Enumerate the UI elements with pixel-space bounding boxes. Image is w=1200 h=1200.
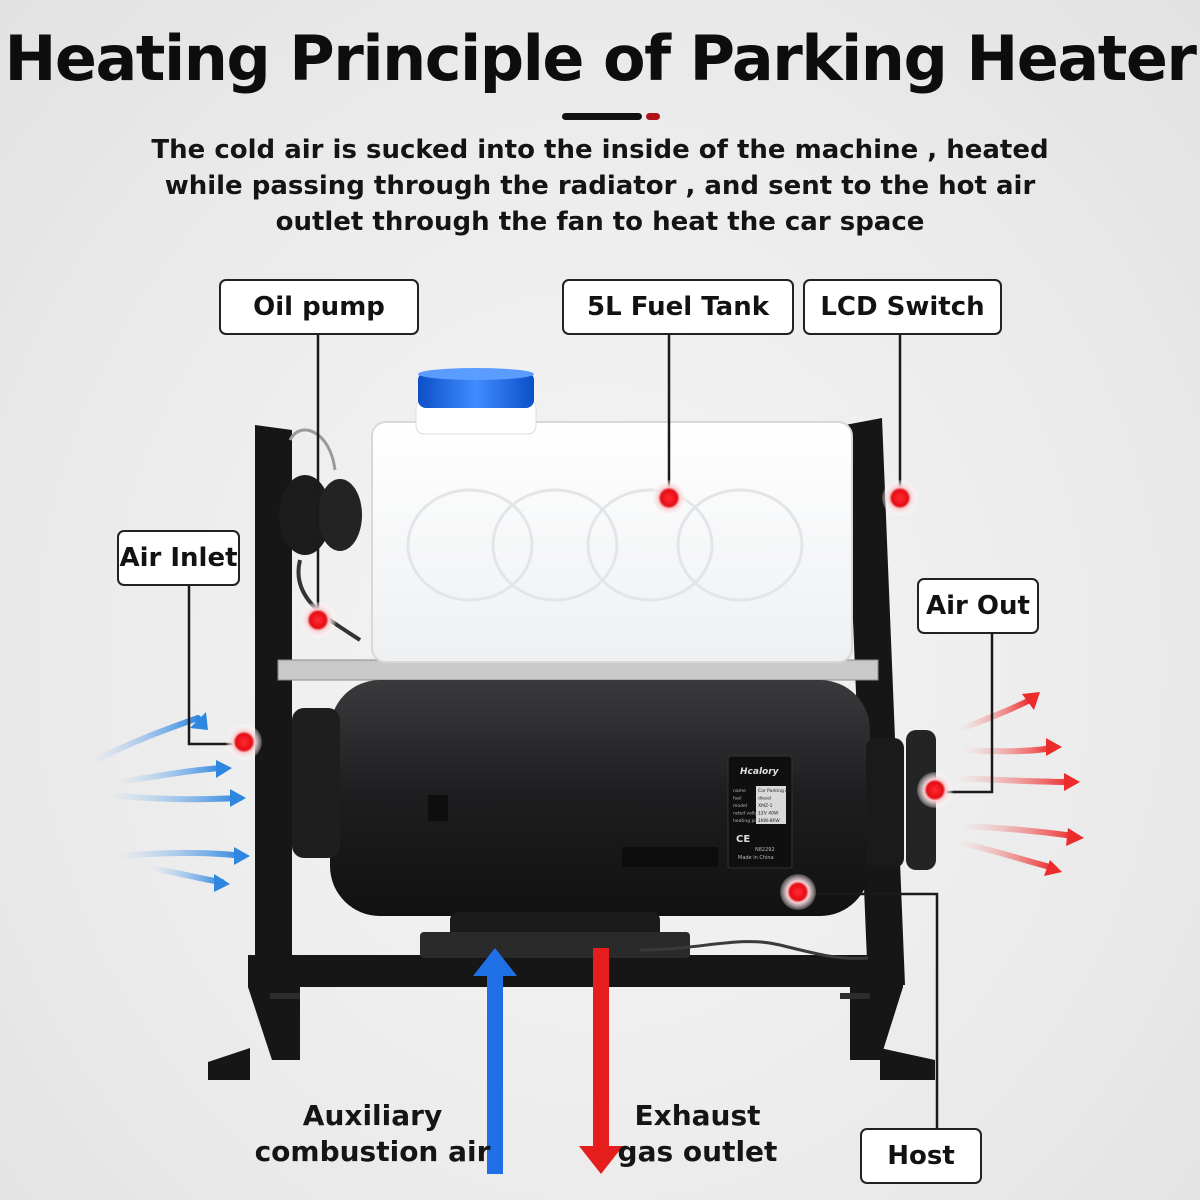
fuel-tank	[371, 368, 853, 663]
air-out-marker	[917, 772, 953, 808]
cold-air-arrowhead	[230, 789, 246, 807]
hot-air-arrow	[959, 823, 1077, 839]
nameplate-row-key: heating power	[733, 818, 766, 824]
hot-air-arrow	[955, 839, 1057, 871]
nameplate-row-key: rated voltage	[733, 811, 763, 817]
cold-air-arrow	[89, 715, 201, 765]
nameplate-row-value: XMZ-1	[758, 803, 773, 809]
lcd-switch-marker	[882, 480, 918, 516]
nameplate-brand: Hcalory	[740, 767, 780, 777]
aux-air-arrow	[473, 948, 517, 1174]
hot-air-arrow	[952, 775, 1073, 785]
exhaust-caption: Exhaust gas outlet	[610, 1098, 785, 1170]
host-leader	[798, 892, 939, 1128]
air-inlet-label: Air Inlet	[117, 530, 240, 586]
cold-air-arrowhead	[216, 760, 232, 778]
hot-air-arrows	[952, 697, 1077, 871]
frame	[208, 418, 935, 1080]
nameplate-code: N82292	[755, 847, 775, 853]
marker-dots	[226, 480, 953, 910]
air-out-leader	[935, 632, 994, 794]
exhaust-caption-line1: Exhaust	[634, 1099, 761, 1132]
air-inlet-marker	[226, 724, 262, 760]
cold-air-arrow	[115, 765, 225, 785]
cold-air-arrow	[105, 792, 243, 803]
host-label: Host	[860, 1128, 982, 1184]
fuel-tank-marker	[651, 480, 687, 516]
hot-air-arrowhead	[1066, 828, 1084, 846]
nameplate-rows: name Car Parking heater fuel diesel model XMZ…	[733, 788, 800, 824]
oil-pump-label: Oil pump	[219, 279, 419, 335]
lcd-switch-label: LCD Switch	[803, 279, 1002, 335]
hot-air-arrowhead	[1044, 860, 1062, 876]
page-title: Heating Principle of Parking Heater	[4, 22, 1197, 95]
nameplate-origin: Made in China	[738, 855, 774, 861]
host-marker	[780, 874, 816, 910]
aux-air-caption-line1: Auxiliary	[302, 1099, 443, 1132]
aux-air-caption: Auxiliary combustion air	[250, 1098, 495, 1170]
exhaust-arrow	[579, 948, 623, 1174]
hot-air-arrowhead	[1022, 692, 1040, 710]
nameplate-row-value: 12V 40W	[758, 811, 779, 817]
nameplate-row-key: model	[733, 803, 747, 809]
exhaust-caption-line2: gas outlet	[617, 1135, 778, 1168]
cold-air-arrowhead	[190, 712, 208, 730]
page-subtitle: The cold air is sucked into the inside o…	[151, 135, 1049, 237]
title-underline	[562, 113, 642, 120]
air-inlet-leader	[187, 584, 244, 746]
nameplate-row-key: fuel	[733, 796, 741, 802]
hot-air-arrow	[955, 697, 1033, 733]
cold-air-arrowhead	[214, 874, 230, 892]
fuel-tank-label: 5L Fuel Tank	[562, 279, 794, 335]
hot-air-arrowhead	[1064, 773, 1080, 791]
hot-air-arrow	[959, 745, 1055, 755]
device-nameplate: Hcalory CE N82292 Made in China	[727, 755, 793, 869]
cold-air-arrows	[89, 715, 245, 885]
nameplate-row-value: 1KW-8KW	[758, 818, 780, 824]
aux-air-caption-line2: combustion air	[254, 1135, 491, 1168]
nameplate-row-key: name	[733, 789, 746, 794]
title-underline-accent	[646, 113, 660, 120]
nameplate-ce: CE	[736, 834, 750, 845]
cold-air-arrowhead	[234, 847, 250, 865]
leader-lines	[187, 334, 994, 1128]
oil-pump-marker	[300, 602, 336, 638]
cold-air-arrow	[115, 850, 245, 859]
cold-air-arrow	[147, 865, 225, 885]
nameplate-row-value: Car Parking heater	[758, 788, 800, 794]
air-out-label: Air Out	[917, 578, 1039, 634]
hot-air-arrowhead	[1046, 738, 1062, 756]
nameplate-row-value: diesel	[758, 796, 771, 802]
heater-body	[292, 680, 936, 960]
